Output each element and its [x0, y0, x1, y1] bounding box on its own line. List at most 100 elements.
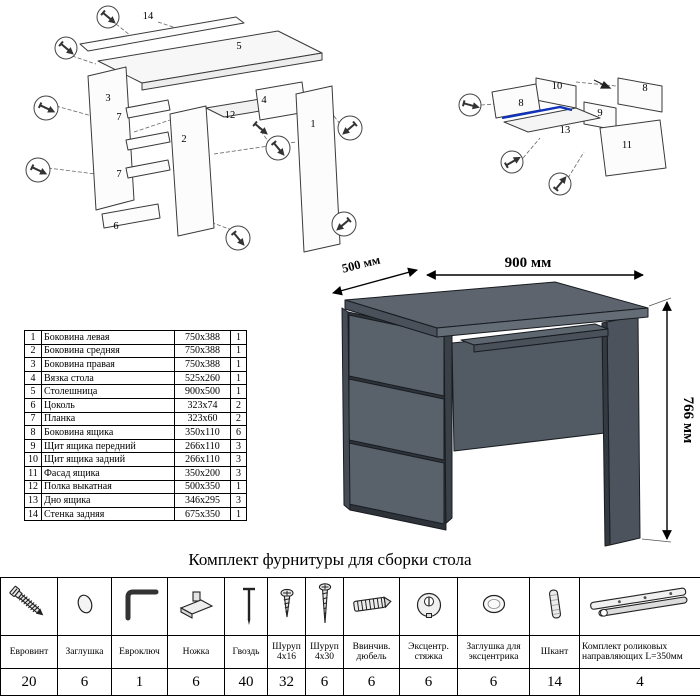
part-label-12: 12	[225, 110, 236, 121]
confirmat-screw-icon	[4, 579, 54, 629]
dim-height-label: 766 мм	[680, 397, 696, 444]
roller-slides-icon	[586, 581, 694, 627]
part-qty: 1	[231, 331, 247, 345]
part-num: 8	[25, 426, 42, 440]
hardware-qty: 6	[344, 669, 400, 696]
hardware-qty: 6	[58, 669, 112, 696]
part-label-14: 14	[143, 11, 154, 22]
part-num: 7	[25, 412, 42, 426]
hardware-label: Шуруп 4x16	[268, 636, 306, 669]
part-name: Боковина ящика	[42, 426, 175, 440]
hardware-qty: 6	[458, 669, 530, 696]
part-qty: 3	[231, 453, 247, 467]
part-label-1: 1	[310, 119, 315, 130]
hardware-labels-row: Евровинт Заглушка Евроключ Ножка Гвоздь …	[1, 636, 700, 669]
part-name: Планка	[42, 412, 175, 426]
part-name: Щит ящика задний	[42, 453, 175, 467]
part-name: Фасад ящика	[42, 466, 175, 480]
hardware-qty: 20	[1, 669, 58, 696]
part-size: 500x350	[175, 480, 231, 494]
part-label-2: 2	[181, 134, 186, 145]
hardware-qty-row: 20 6 1 6 40 32 6 6 6 6 14 4	[1, 669, 700, 696]
part-num: 14	[25, 507, 42, 521]
hardware-title: Комплект фурнитуры для сборки стола	[0, 550, 660, 570]
part-name: Дно ящика	[42, 494, 175, 508]
part-label-3: 3	[105, 93, 110, 104]
part-size: 350x200	[175, 466, 231, 480]
part-label-13: 13	[560, 125, 571, 136]
hardware-qty: 6	[306, 669, 344, 696]
part-label-4: 4	[261, 95, 267, 106]
part-size: 323x74	[175, 398, 231, 412]
part-label-6: 6	[113, 221, 118, 232]
part-name: Щит ящика передний	[42, 439, 175, 453]
part-name: Цоколь	[42, 398, 175, 412]
part-qty: 3	[231, 494, 247, 508]
part-name: Стенка задняя	[42, 507, 175, 521]
part-num: 4	[25, 371, 42, 385]
hardware-qty: 6	[400, 669, 458, 696]
hardware-qty: 14	[530, 669, 580, 696]
hardware-label: Евровинт	[1, 636, 58, 669]
hardware-label: Евроключ	[112, 636, 168, 669]
part-qty: 3	[231, 466, 247, 480]
part-qty: 6	[231, 426, 247, 440]
part-name: Боковина левая	[42, 331, 175, 345]
hardware-icons-row	[1, 578, 700, 636]
cam-cap-icon	[471, 581, 517, 627]
part-name: Боковина средняя	[42, 344, 175, 358]
exploded-diagram-drawer: 10 8 8 9 13 11	[448, 52, 698, 242]
part-size: 346x295	[175, 494, 231, 508]
part-qty: 1	[231, 507, 247, 521]
hardware-label: Шуруп 4x30	[306, 636, 344, 669]
hardware-label: Комплект роликовых направляющих L=350мм	[580, 636, 700, 669]
hardware-label: Ввинчив. дюбель	[344, 636, 400, 669]
part-size: 750x388	[175, 358, 231, 372]
part-size: 350x110	[175, 426, 231, 440]
part-num: 13	[25, 494, 42, 508]
part-size: 675x350	[175, 507, 231, 521]
part-name: Столешница	[42, 385, 175, 399]
dim-width-label: 900 мм	[505, 255, 552, 271]
part-label-8b: 8	[642, 83, 647, 94]
dim-depth-label: 500 мм	[340, 253, 382, 276]
part-qty: 2	[231, 412, 247, 426]
part-num: 11	[25, 466, 42, 480]
part-num: 10	[25, 453, 42, 467]
part-num: 6	[25, 398, 42, 412]
leg-icon	[173, 581, 219, 627]
hardware-qty: 6	[168, 669, 225, 696]
cap-icon	[62, 581, 108, 627]
part-label-10: 10	[552, 81, 563, 92]
part-name: Полка выкатная	[42, 480, 175, 494]
hardware-label: Заглушка	[58, 636, 112, 669]
hardware-label: Заглушка для эксцентрика	[458, 636, 530, 669]
part-label-7b: 7	[116, 169, 121, 180]
part-size: 323x60	[175, 412, 231, 426]
screw-in-dowel-icon	[347, 581, 397, 627]
hardware-qty: 4	[580, 669, 700, 696]
part-num: 5	[25, 385, 42, 399]
part-qty: 1	[231, 344, 247, 358]
part-size: 266x110	[175, 439, 231, 453]
part-qty: 1	[231, 371, 247, 385]
part-num: 9	[25, 439, 42, 453]
hardware-label: Эксцентр. стяжка	[400, 636, 458, 669]
part-qty: 2	[231, 398, 247, 412]
part-name: Вязка стола	[42, 371, 175, 385]
part-num: 12	[25, 480, 42, 494]
part-label-8a: 8	[518, 98, 523, 109]
part-size: 525x260	[175, 371, 231, 385]
nail-icon	[226, 581, 268, 627]
